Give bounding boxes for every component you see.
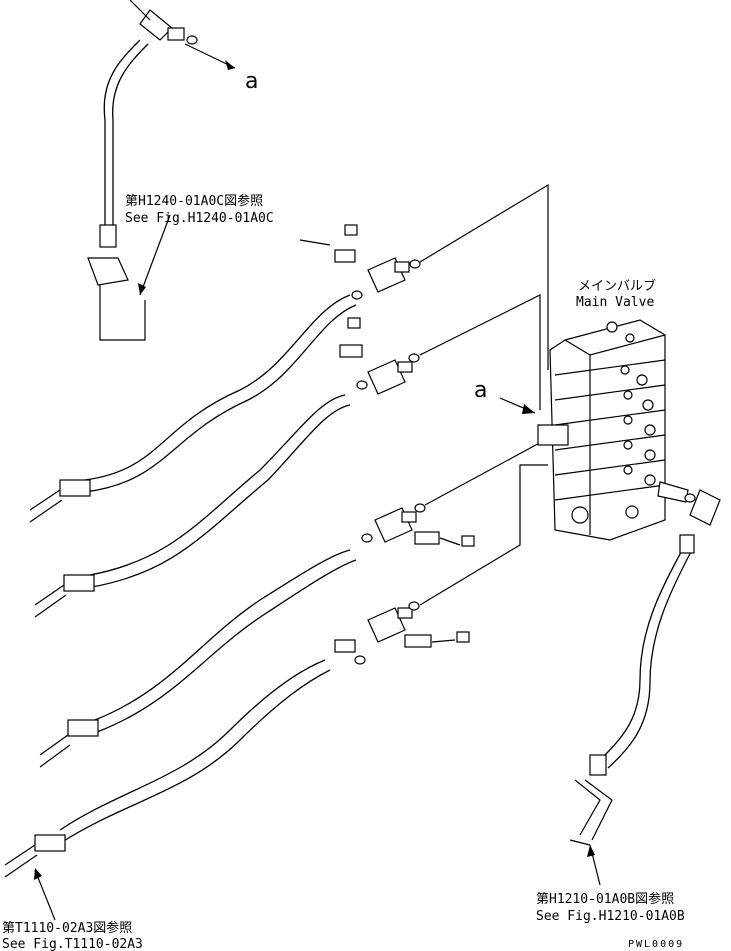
marker-a-top: a: [245, 69, 258, 94]
ref-bottom-left-jp: 第T1110-02A3図参照: [2, 920, 132, 936]
hose-3: [39, 549, 357, 768]
ref-bottom-right-en: See Fig.H1210-01A0B: [536, 909, 685, 924]
hose-1: [29, 294, 357, 523]
fitting-group-4: [334, 601, 470, 665]
right-hose-assembly: [569, 481, 721, 886]
marker-a-mid: a: [474, 378, 487, 403]
drawing-code: PWL0009: [628, 939, 684, 950]
ref-top-left-jp: 第H1240-01A0C図参照: [125, 193, 263, 209]
ref-bottom-right-jp: 第H1210-01A0B図参照: [536, 891, 674, 907]
ref-top-left-en: See Fig.H1240-01A0C: [125, 211, 274, 226]
ref-bottom-left-en: See Fig.T1110-02A3: [2, 937, 143, 951]
connection-lines: [419, 183, 549, 606]
main-valve-label-en: Main Valve: [576, 295, 654, 310]
marker-arrow-mid: [499, 397, 536, 414]
hose-2: [34, 394, 351, 618]
hose-4: [4, 659, 331, 921]
main-valve-label-jp: メインバルブ: [578, 278, 656, 294]
fitting-group-1: [299, 224, 421, 300]
main-valve: [537, 319, 666, 541]
top-left-hose-assembly: [87, 0, 236, 341]
fitting-group-2: [339, 317, 420, 395]
fitting-group-3: [361, 503, 475, 547]
